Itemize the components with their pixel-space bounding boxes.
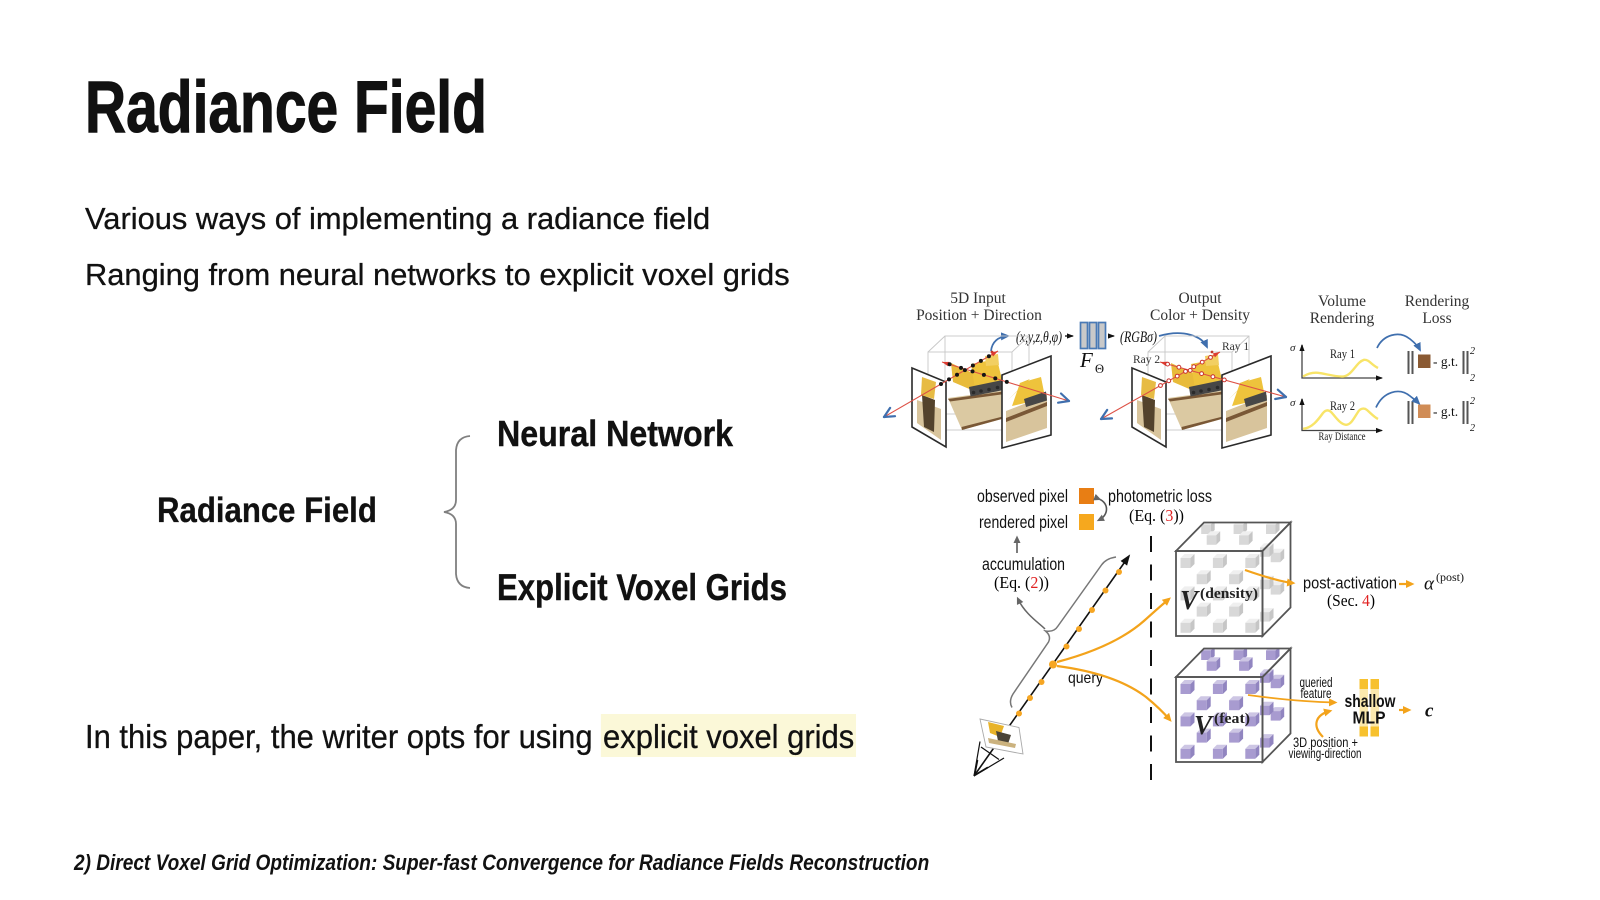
svg-text:Color + Density: Color + Density	[1150, 307, 1250, 324]
svg-text:- g.t.: - g.t.	[1433, 354, 1458, 369]
svg-text:Position + Direction: Position + Direction	[916, 307, 1042, 324]
svg-text:feature: feature	[1301, 686, 1332, 701]
svg-text:Rendering: Rendering	[1310, 310, 1375, 327]
svg-text:Output: Output	[1178, 290, 1222, 307]
svg-text:(feat): (feat)	[1214, 711, 1250, 727]
svg-text:2: 2	[1470, 396, 1475, 407]
svg-text:Ray 2: Ray 2	[1133, 354, 1160, 366]
svg-text:2: 2	[1470, 373, 1475, 384]
svg-text:σ: σ	[1290, 397, 1296, 409]
svg-text:(RGBσ): (RGBσ)	[1120, 329, 1157, 346]
svg-text:c: c	[1425, 701, 1434, 722]
svg-text:Volume: Volume	[1318, 293, 1366, 310]
svg-text:3D position +: 3D position +	[1293, 735, 1358, 750]
svg-text:queried: queried	[1300, 675, 1333, 690]
svg-text:(Eq. (3)): (Eq. (3))	[1129, 506, 1184, 525]
svg-text:(x,y,z,θ,φ): (x,y,z,θ,φ)	[1016, 329, 1062, 346]
svg-text:V: V	[1180, 585, 1200, 615]
svg-text:5D Input: 5D Input	[950, 290, 1006, 307]
svg-text:accumulation: accumulation	[982, 554, 1065, 574]
svg-text:- g.t.: - g.t.	[1433, 404, 1458, 419]
svg-text:Ray 2: Ray 2	[1330, 398, 1355, 413]
svg-text:shallow: shallow	[1345, 691, 1396, 711]
svg-text:(density): (density)	[1200, 586, 1258, 602]
svg-text:2: 2	[1470, 423, 1475, 434]
svg-text:2: 2	[1470, 346, 1475, 357]
svg-text:viewing-direction: viewing-direction	[1289, 746, 1362, 761]
svg-text:V: V	[1194, 710, 1214, 740]
svg-text:Θ: Θ	[1095, 362, 1104, 376]
svg-text:observed pixel: observed pixel	[977, 486, 1068, 506]
svg-text:Ray 1: Ray 1	[1330, 346, 1355, 361]
svg-text:photometric loss: photometric loss	[1108, 486, 1212, 506]
svg-text:query: query	[1068, 670, 1103, 687]
svg-text:Rendering: Rendering	[1405, 293, 1470, 310]
svg-text:F: F	[1079, 348, 1093, 372]
svg-text:Ray 1: Ray 1	[1222, 341, 1249, 353]
svg-text:Ray Distance: Ray Distance	[1319, 431, 1366, 443]
svg-text:(post): (post)	[1436, 570, 1464, 584]
svg-text:post-activation: post-activation	[1303, 575, 1397, 593]
svg-text:Loss: Loss	[1422, 310, 1451, 327]
svg-text:α: α	[1424, 574, 1435, 595]
svg-text:MLP: MLP	[1353, 708, 1386, 728]
svg-text:(Eq. (2)): (Eq. (2))	[994, 573, 1049, 592]
svg-text:(Sec. 4): (Sec. 4)	[1327, 591, 1375, 610]
svg-text:rendered pixel: rendered pixel	[979, 512, 1068, 532]
svg-text:σ: σ	[1290, 342, 1296, 354]
